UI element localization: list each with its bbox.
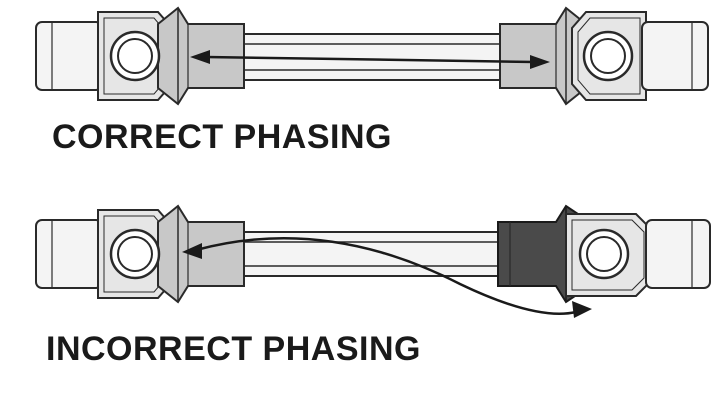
- left-bearing-cap-icon: [109, 228, 161, 280]
- right-end-stub: [645, 219, 711, 289]
- incorrect-phasing-label: INCORRECT PHASING: [46, 330, 421, 368]
- left-bearing-cap-icon: [109, 30, 161, 82]
- misaligned-curved-arrow-icon: [182, 236, 592, 318]
- right-end-stub: [641, 21, 709, 91]
- incorrect-driveshaft: [35, 204, 711, 318]
- left-end-stub: [35, 219, 103, 289]
- aligned-double-arrow-icon: [190, 50, 550, 69]
- correct-phasing-label: CORRECT PHASING: [52, 118, 392, 156]
- right-bearing-cap-icon: [582, 30, 634, 82]
- right-bearing-cap-icon: [578, 228, 630, 280]
- correct-driveshaft: [35, 6, 709, 106]
- left-end-stub: [35, 21, 103, 91]
